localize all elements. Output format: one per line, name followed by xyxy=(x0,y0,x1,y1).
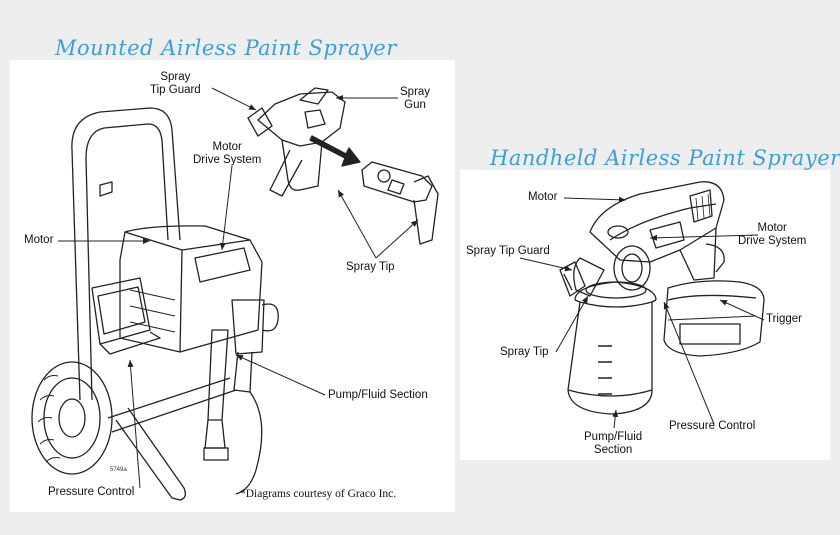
label-handheld-motor: Motor xyxy=(528,191,558,203)
label-handheld-motor-drive-system: Motor Drive System xyxy=(738,222,807,247)
mounted-leader-lines xyxy=(58,87,419,489)
label-pressure-control: Pressure Control xyxy=(48,486,135,498)
label-spray-tip: Spray Tip xyxy=(346,261,395,273)
handheld-sprayer-title: Handheld Airless Paint Sprayer xyxy=(490,146,840,170)
label-handheld-spray-tip: Spray Tip xyxy=(500,346,549,358)
label-motor: Motor xyxy=(24,234,54,246)
handheld-sprayer-panel xyxy=(460,170,830,460)
label-pump-fluid-section: Pump/Fluid Section xyxy=(328,389,428,401)
label-handheld-spray-tip-guard: Spray Tip Guard xyxy=(466,245,550,257)
label-spray-tip-guard: Spray Tip Guard xyxy=(150,71,201,96)
handheld-sprayer-drawing xyxy=(559,181,765,415)
mounted-sprayer-drawing xyxy=(31,107,279,501)
mounted-sprayer-title: Mounted Airless Paint Sprayer xyxy=(55,36,397,60)
label-handheld-pressure-control: Pressure Control xyxy=(669,420,756,432)
label-handheld-trigger: Trigger xyxy=(766,313,802,325)
handheld-leader-lines xyxy=(519,196,765,429)
spray-gun-drawing xyxy=(247,87,439,245)
label-spray-gun: Spray Gun xyxy=(400,86,431,111)
label-motor-drive-system: Motor Drive System xyxy=(193,141,262,166)
label-handheld-pump-fluid-section: Pump/Fluid Section xyxy=(584,431,643,456)
figure-number: 5749a xyxy=(110,467,127,473)
diagram-credit: *Diagrams courtesy of Graco Inc. xyxy=(240,488,397,500)
mounted-sprayer-panel xyxy=(10,60,455,512)
